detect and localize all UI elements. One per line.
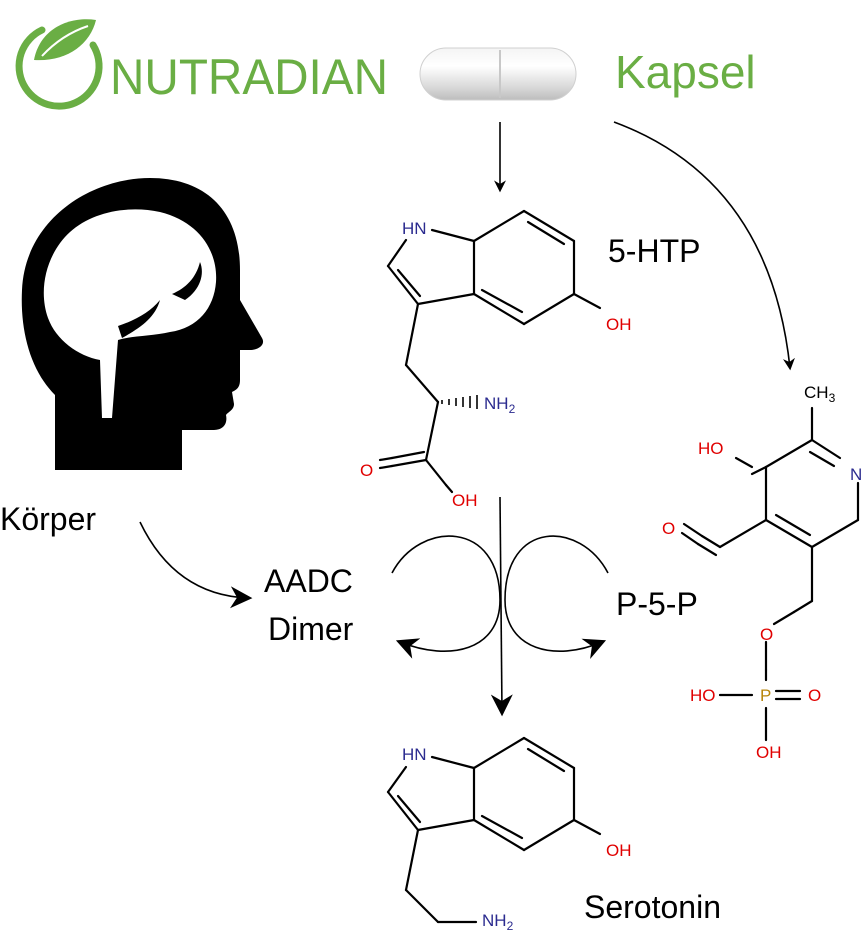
- arrow-capsule-to-p5p: [613, 121, 795, 371]
- p5p-atom-o-phosphate: O: [808, 686, 821, 705]
- serotonin-atom-oh: OH: [606, 841, 632, 860]
- htp-structure: HN OH NH2 O OH: [360, 209, 632, 510]
- p5p-atom-n: N: [850, 465, 862, 484]
- body-label: Körper: [0, 501, 96, 537]
- p5p-atom-ch3: CH3: [804, 383, 836, 405]
- pathway-arrows: [139, 121, 795, 717]
- enzyme-label-line1: AADC: [264, 563, 353, 599]
- p5p-atom-o-ester: O: [760, 625, 773, 644]
- htp-atom-nh: NH2: [484, 394, 516, 416]
- p5p-atom-o-aldehyde: O: [662, 519, 675, 538]
- serotonin-atom-nh: NH2: [482, 911, 514, 931]
- p5p-atom-ho: HO: [698, 439, 724, 458]
- p5p-atom-ho-phosphate: HO: [690, 686, 716, 705]
- p5p-atom-p: P: [760, 686, 771, 705]
- serotonin-label: Serotonin: [584, 889, 721, 925]
- enzyme-label-line2: Dimer: [268, 611, 354, 647]
- leaf-circle-logo: [15, 19, 103, 110]
- brand-name: NUTRADIAN: [110, 49, 388, 105]
- arc-right: [504, 535, 609, 660]
- p5p-label: P-5-P: [616, 586, 698, 622]
- htp-label: 5-HTP: [608, 233, 700, 269]
- htp-atom-o: O: [360, 461, 373, 480]
- serotonin-structure: HN OH NH2: [386, 736, 632, 931]
- htp-atom-oh: OH: [606, 315, 632, 334]
- htp-atom-hn: HN: [402, 219, 427, 238]
- p5p-atom-oh-phosphate: OH: [756, 743, 782, 762]
- arrow-htp-to-serotonin: [490, 496, 513, 717]
- htp-atom-oh-acid: OH: [452, 491, 478, 510]
- capsule-label: Kapsel: [615, 46, 756, 98]
- serotonin-atom-hn: HN: [402, 745, 427, 764]
- p5p-structure: CH3 HO N O O P HO O OH: [662, 383, 862, 762]
- arrow-body-to-aadc: [139, 521, 253, 609]
- capsule-icon: [419, 47, 577, 101]
- head-brain-icon: [21, 178, 264, 470]
- arc-left: [391, 535, 501, 659]
